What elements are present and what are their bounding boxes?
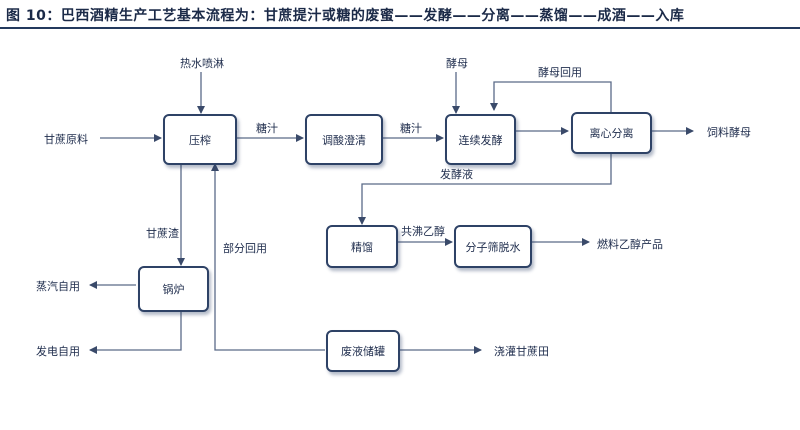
- label-steam-use: 蒸汽自用: [36, 280, 80, 293]
- arrow-boiler-power: [89, 309, 182, 354]
- arrow-partial-reuse: [211, 163, 325, 351]
- arrow-separate-distill: [358, 151, 612, 225]
- label-juice-1: 糖汁: [256, 122, 278, 135]
- label-hot-water: 热水喷淋: [180, 57, 224, 70]
- label-yeast: 酵母: [446, 57, 468, 70]
- label-feed-yeast: 饲料酵母: [707, 126, 751, 139]
- node-press: 压榨: [163, 114, 237, 165]
- node-clarify: 调酸澄清: [305, 114, 383, 165]
- node-boiler: 锅炉: [138, 266, 209, 312]
- label-juice-2: 糖汁: [400, 122, 422, 135]
- title-divider: [0, 27, 800, 29]
- label-ferment-liquid: 发酵液: [440, 168, 473, 181]
- arrow-yeast-reuse: [490, 81, 612, 114]
- node-distill: 精馏: [326, 225, 398, 268]
- label-irrigation: 浇灌甘蔗田: [494, 345, 549, 358]
- label-bagasse: 甘蔗渣: [146, 227, 179, 240]
- node-ferment: 连续发酵: [445, 114, 516, 165]
- label-power-use: 发电自用: [36, 345, 80, 358]
- figure-title: 图 10：巴西酒精生产工艺基本流程为：甘蔗提汁或糖的废蜜——发酵——分离——蒸馏…: [6, 8, 685, 24]
- label-azeotrope: 共沸乙醇: [401, 225, 445, 238]
- node-tank: 废液储罐: [326, 330, 400, 372]
- node-separate: 离心分离: [571, 112, 652, 154]
- label-cane-raw: 甘蔗原料: [44, 133, 88, 146]
- label-partial-reuse: 部分回用: [223, 242, 267, 255]
- label-yeast-reuse: 酵母回用: [538, 66, 582, 79]
- label-fuel-ethanol: 燃料乙醇产品: [597, 238, 663, 251]
- node-sieve: 分子筛脱水: [454, 225, 532, 268]
